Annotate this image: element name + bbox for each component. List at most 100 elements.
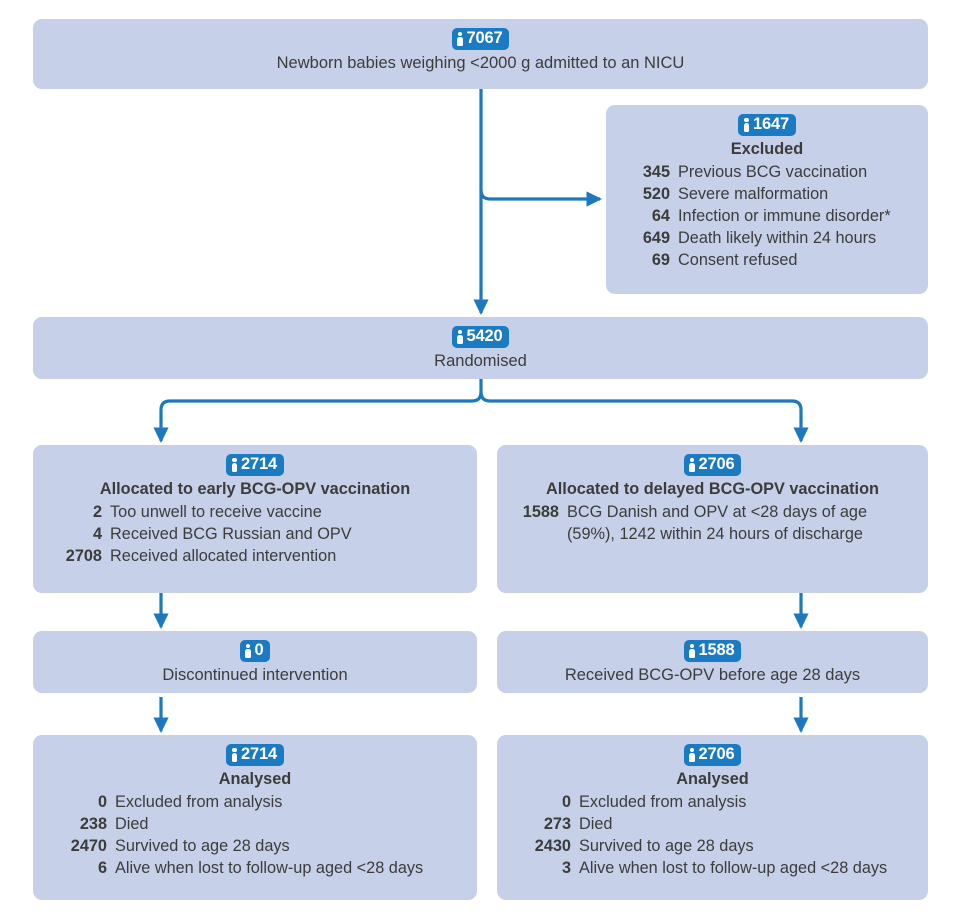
person-icon [457,31,464,46]
item-count: 0 [561,793,571,812]
followup-right-box: 1588 Received BCG-OPV before age 28 days [497,631,928,693]
allocation-left-box: 2714 Allocated to early BCG-OPV vaccinat… [33,445,477,593]
badge-count: 2714 [241,455,277,473]
badge-count: 2706 [698,455,735,473]
list-item: 64 Infection or immune disorder* [618,206,916,228]
person-icon [689,747,696,762]
participant-count-badge: 0 [239,640,271,663]
person-icon [231,457,238,472]
item-label: BCG Danish and OPV at <28 days of age (5… [567,503,868,544]
participant-count-badge: 2714 [226,744,284,767]
followup-right-badge-row: 1588 [509,640,916,663]
allocation-left-title: Allocated to early BCG-OPV vaccination [99,480,411,499]
item-label: Survived to age 28 days [579,837,754,856]
list-item: 2708 Received allocated intervention [45,546,465,568]
list-item: 4 Received BCG Russian and OPV [45,524,465,546]
list-item: 0 Excluded from analysis [45,792,465,814]
item-label: Consent refused [678,250,798,269]
item-label: Survived to age 28 days [115,837,290,856]
item-count: 2 [92,503,102,522]
item-count: 4 [92,525,102,544]
person-icon [231,747,238,762]
person-icon [457,329,464,344]
item-count: 6 [97,858,107,877]
randomised-box: 5420 Randomised [33,317,928,379]
item-label: Received BCG Russian and OPV [110,525,352,544]
analysis-left-list: 0 Excluded from analysis 238 Died 2470 S… [45,792,465,879]
analysis-left-box: 2714 Analysed 0 Excluded from analysis 2… [33,735,477,900]
item-count: 69 [651,250,670,269]
item-count: 0 [97,793,107,812]
item-label: Alive when lost to follow-up aged <28 da… [115,858,424,877]
participant-count-badge: 7067 [451,28,510,51]
list-item: 69 Consent refused [618,250,916,272]
enrolment-box: 7067 Newborn babies weighing <2000 g adm… [33,19,928,89]
randomised-label: Randomised [434,352,527,371]
list-item: 2430 Survived to age 28 days [509,836,916,858]
analysis-right-list: 0 Excluded from analysis 273 Died 2430 S… [509,792,916,879]
enrolment-badge-row: 7067 [45,28,916,51]
analysis-left-title: Analysed [218,770,292,789]
person-icon [689,643,696,658]
item-label: Excluded from analysis [579,793,747,812]
list-item: 520 Severe malformation [618,184,916,206]
participant-count-badge: 1647 [738,114,796,137]
item-count: 345 [642,163,670,182]
list-item: 2 Too unwell to receive vaccine [45,502,465,524]
item-label: Alive when lost to follow-up aged <28 da… [579,858,888,877]
followup-right-label: Received BCG-OPV before age 28 days [564,666,861,685]
participant-count-badge: 5420 [451,326,510,349]
item-count: 1588 [522,503,559,522]
list-item: 6 Alive when lost to follow-up aged <28 … [45,858,465,880]
badge-count: 5420 [466,327,503,345]
badge-count: 0 [254,641,264,659]
item-label: Excluded from analysis [115,793,283,812]
item-label: Died [579,815,613,834]
analysis-right-badge-row: 2706 [509,744,916,767]
allocation-right-list: 1588 BCG Danish and OPV at <28 days of a… [509,502,916,546]
list-item: 273 Died [509,814,916,836]
item-count: 2430 [534,837,571,856]
item-count: 273 [543,815,571,834]
list-item: 1588 BCG Danish and OPV at <28 days of a… [509,502,916,546]
list-item: 3 Alive when lost to follow-up aged <28 … [509,858,916,880]
enrolment-label: Newborn babies weighing <2000 g admitted… [276,54,685,73]
item-count: 238 [79,815,107,834]
badge-count: 2714 [241,745,277,763]
item-count: 520 [642,185,670,204]
excluded-badge-row: 1647 [618,114,916,137]
badge-count: 1588 [698,641,735,659]
analysis-right-box: 2706 Analysed 0 Excluded from analysis 2… [497,735,928,900]
allocation-left-badge-row: 2714 [45,454,465,477]
list-item: 649 Death likely within 24 hours [618,228,916,250]
allocation-right-box: 2706 Allocated to delayed BCG-OPV vaccin… [497,445,928,593]
badge-count: 2706 [698,745,735,763]
allocation-left-list: 2 Too unwell to receive vaccine 4 Receiv… [45,502,465,567]
person-icon [245,643,252,658]
person-icon [689,457,696,472]
participant-count-badge: 2706 [683,454,742,477]
randomised-badge-row: 5420 [45,326,916,349]
analysis-right-title: Analysed [676,770,749,789]
item-label: Received allocated intervention [110,547,337,566]
list-item: 0 Excluded from analysis [509,792,916,814]
allocation-right-badge-row: 2706 [509,454,916,477]
item-label: Infection or immune disorder* [678,207,891,226]
item-count: 649 [642,228,670,247]
excluded-box: 1647 Excluded 345 Previous BCG vaccinati… [606,105,928,294]
item-count: 2708 [65,547,102,566]
participant-count-badge: 2706 [683,744,742,767]
item-label: Too unwell to receive vaccine [110,503,322,522]
item-count: 3 [561,858,571,877]
excluded-reason-list: 345 Previous BCG vaccination 520 Severe … [618,162,916,271]
participant-count-badge: 1588 [683,640,742,663]
excluded-title: Excluded [730,140,804,159]
item-label: Death likely within 24 hours [678,228,877,247]
item-label: Died [115,815,149,834]
badge-count: 7067 [466,29,503,47]
person-icon [743,117,750,132]
allocation-right-title: Allocated to delayed BCG-OPV vaccination [546,480,879,499]
list-item: 345 Previous BCG vaccination [618,162,916,184]
list-item: 2470 Survived to age 28 days [45,836,465,858]
